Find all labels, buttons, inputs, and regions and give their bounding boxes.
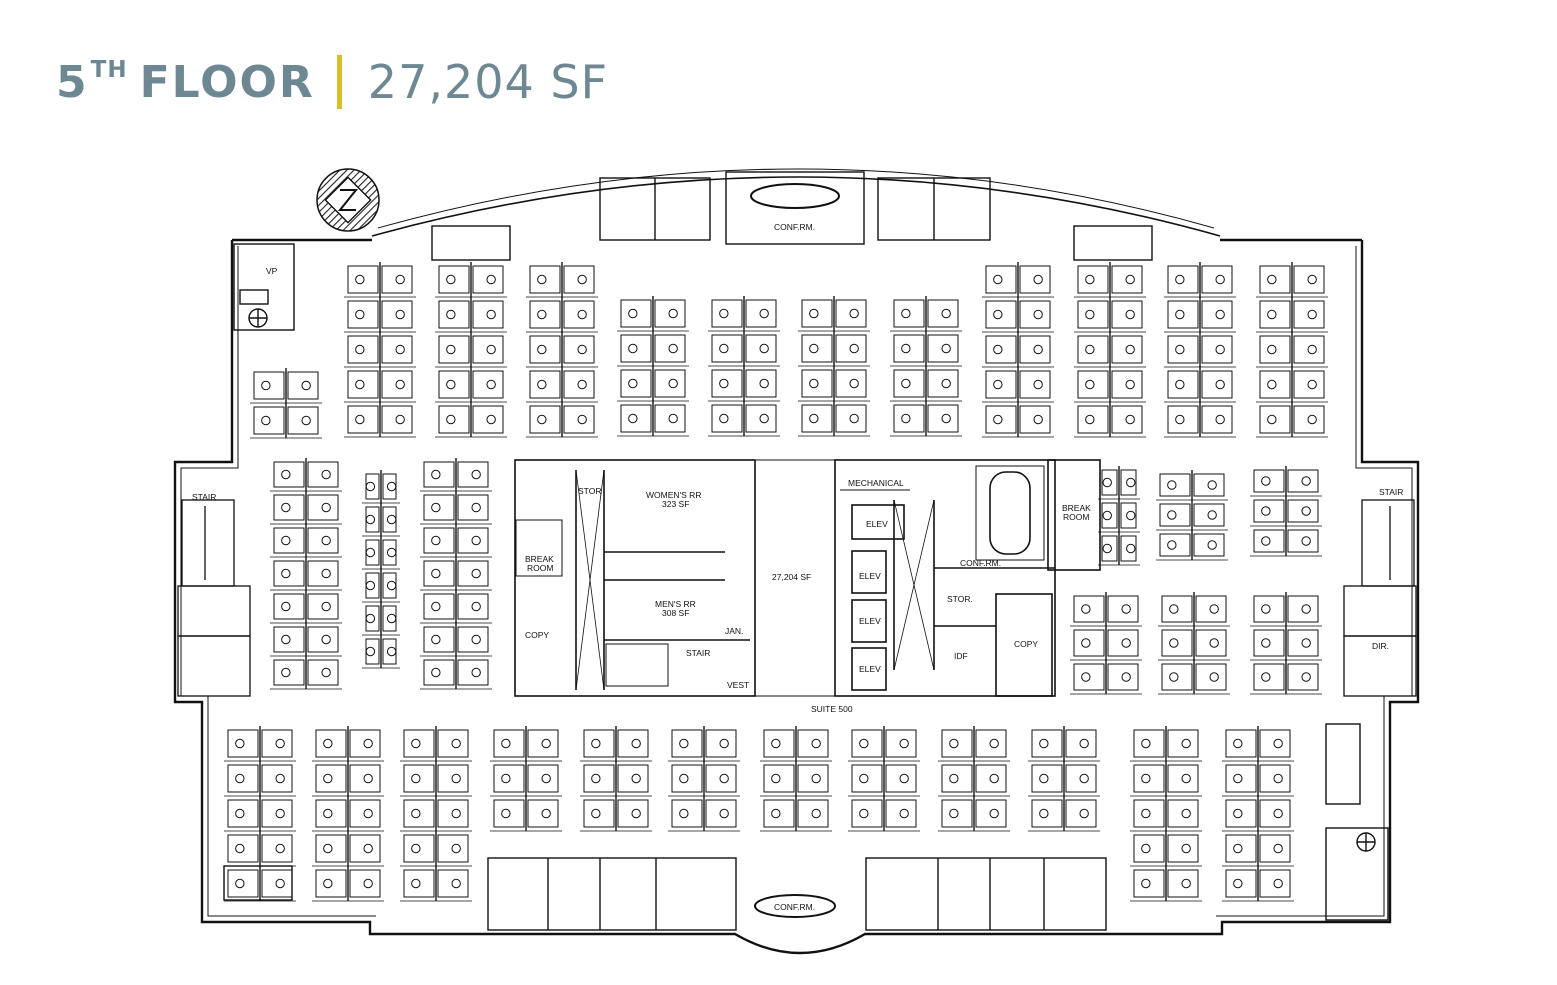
workstation-pod [490,726,562,832]
building-core [514,459,1101,697]
label-stair-west: STAIR [192,492,216,502]
workstation-pod [270,458,342,690]
room-labels: VP CONF.RM. STAIR STAIR STOR WOMEN'S RR … [192,222,1403,912]
label-lobby-sf: 27,204 SF [772,572,811,582]
workstation-pod [312,726,384,902]
label-suite: SUITE 500 [811,704,853,714]
workstation-pod [1222,726,1294,902]
workstation-pod [526,262,598,438]
label-break-east-2: ROOM [1063,512,1089,522]
workstation-pod [400,726,472,902]
workstation-pod [362,470,400,669]
label-break-west-1: BREAK [525,554,554,564]
workstation-pod [1070,592,1142,695]
workstation-pod [1250,592,1322,695]
label-elev-2: ELEV [859,571,881,581]
label-copy-east: COPY [1014,639,1038,649]
label-stor-core: STOR [578,486,601,496]
workstation-pod [760,726,832,832]
label-jan: JAN. [725,626,743,636]
workstation-pod [708,296,780,437]
workstation-pod [798,296,870,437]
side-stairs [177,499,1417,697]
workstation-pod [1156,470,1228,561]
label-copy-west: COPY [525,630,549,640]
workstation-pod [1164,262,1236,438]
floor-area: 27,204 SF [367,55,609,109]
workstation-pod [1256,262,1328,438]
label-conf-north: CONF.RM. [774,222,815,232]
label-break-west-2: ROOM [527,563,553,573]
workstation-pod [1130,726,1202,902]
label-womens-rr: WOMEN'S RR [646,490,701,500]
workstation-pod [420,458,492,690]
workstation-pod [848,726,920,832]
workstation-pod [1098,466,1140,566]
workstation-pods [224,262,1328,902]
label-conf-south: CONF.RM. [774,902,815,912]
label-elev-1: ELEV [866,519,888,529]
label-elev-3: ELEV [859,616,881,626]
label-mechanical: MECHANICAL [848,478,904,488]
workstation-pod [668,726,740,832]
label-womens-sf: 323 SF [662,499,689,509]
north-arrow-icon [316,168,380,232]
workstation-pod [890,296,962,437]
label-stair-east: STAIR [1379,487,1403,497]
label-vp: VP [266,266,278,276]
workstation-pod [1028,726,1100,832]
label-stor-east: STOR. [947,594,973,604]
south-offices [223,723,1389,931]
label-dir: DIR. [1372,641,1389,651]
workstation-pod [250,368,322,439]
label-idf: IDF [954,651,968,661]
workstation-pod [435,262,507,438]
label-break-east-1: BREAK [1062,503,1091,513]
label-elev-4: ELEV [859,664,881,674]
label-mens-rr: MEN'S RR [655,599,696,609]
workstation-pod [580,726,652,832]
workstation-pod [224,726,296,902]
label-vest: VEST [727,680,749,690]
workstation-pod [938,726,1010,832]
north-offices [431,171,1153,261]
workstation-pod [1158,592,1230,695]
label-mens-sf: 308 SF [662,608,689,618]
workstation-pod [1074,262,1146,438]
workstation-pod [1250,466,1322,557]
workstation-pod [344,262,416,438]
label-stair-core: STAIR [686,648,710,658]
title-separator [336,55,342,109]
workstation-pod [982,262,1054,438]
label-conf-center: CONF.RM. [960,558,1001,568]
vp-office [233,243,295,331]
workstation-pod [617,296,689,437]
